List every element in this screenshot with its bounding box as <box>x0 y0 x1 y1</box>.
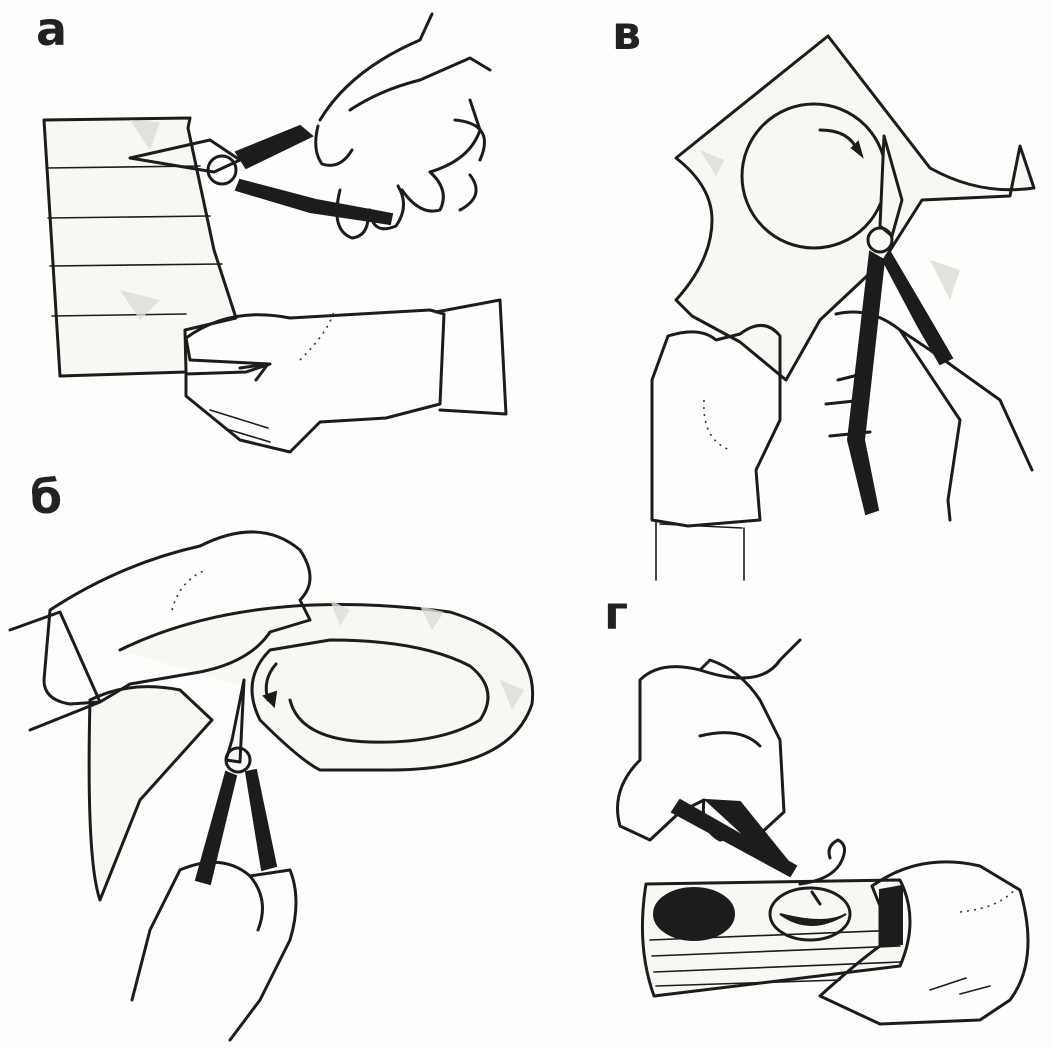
hand-v <box>132 862 296 1040</box>
hand-g-top <box>618 640 801 840</box>
sheet-metal-b <box>676 36 1034 380</box>
panel-b-drawing <box>652 36 1034 580</box>
gloved-hand-b <box>652 325 780 580</box>
panel-a-drawing <box>44 14 506 452</box>
block-hole-1 <box>654 888 734 940</box>
panel-v-drawing <box>10 532 533 1040</box>
panel-g-drawing <box>618 640 1029 1024</box>
gloved-hand-a <box>186 300 506 452</box>
